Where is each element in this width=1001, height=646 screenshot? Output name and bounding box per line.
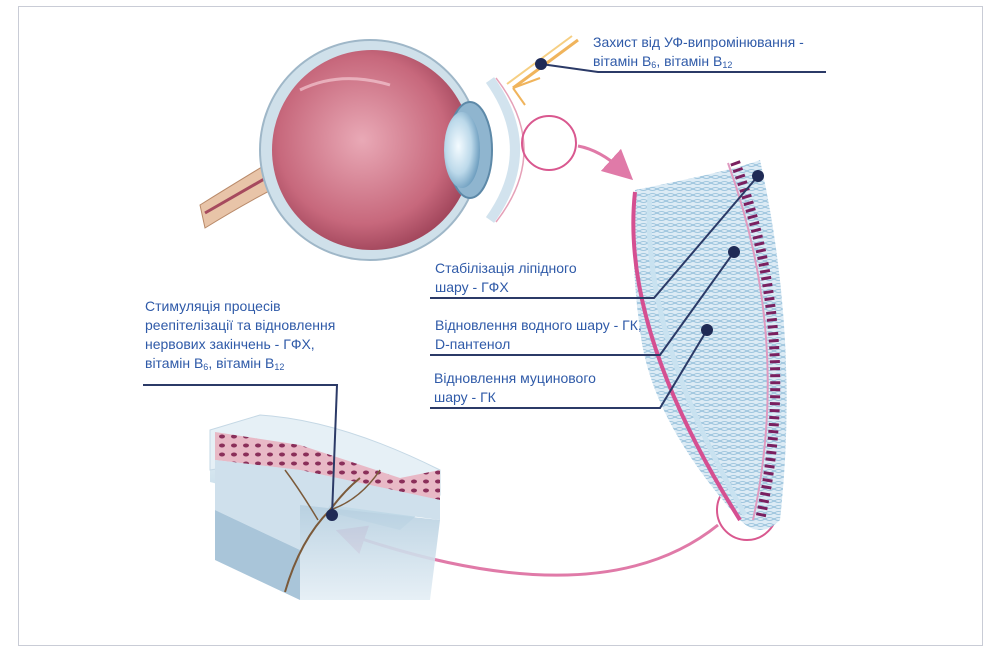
uv-sub-12: 12 xyxy=(722,60,732,70)
lipid-label-line1: Стабілізація ліпідного xyxy=(435,259,577,278)
nerve-label-line3: нервових закінчень - ГФХ, xyxy=(145,335,335,354)
tissue-block xyxy=(210,415,440,600)
nerve-regeneration-label: Стимуляція процесів реепітелізації та ві… xyxy=(145,297,335,377)
zoom-arrow-top xyxy=(578,146,622,170)
lipid-layer-label: Стабілізація ліпідного шару - ГФХ xyxy=(435,259,577,297)
mucin-label-line1: Відновлення муцинового xyxy=(434,369,596,388)
uv-protection-label: Захист від УФ-випромінювання - вітамін В… xyxy=(593,33,804,75)
water-label-line2: D-пантенол xyxy=(435,335,642,354)
tear-film-arc xyxy=(633,160,786,530)
water-label-line1: Відновлення водного шару - ГК, xyxy=(435,316,642,335)
lipid-label-line2: шару - ГФХ xyxy=(435,278,577,297)
nerve-label-line2: реепітелізації та відновлення xyxy=(145,316,335,335)
uv-label-line2: вітамін В6, вітамін В12 xyxy=(593,52,804,75)
nerve-sub-12: 12 xyxy=(274,362,284,372)
uv-rays xyxy=(507,36,578,105)
uv-vitamin-b12: , вітамін В xyxy=(656,53,722,69)
mucin-layer-label: Відновлення муцинового шару - ГК xyxy=(434,369,596,407)
uv-vitamin-b6: вітамін В xyxy=(593,53,651,69)
mucin-label-line2: шару - ГК xyxy=(434,388,596,407)
diagram-canvas: Захист від УФ-випромінювання - вітамін В… xyxy=(0,0,1001,631)
eyeball xyxy=(260,40,524,260)
cornea-zoom-circle xyxy=(522,116,576,170)
nerve-vitamin-b12: , вітамін В xyxy=(208,355,274,371)
nerve-vitamin-b6: вітамін В xyxy=(145,355,203,371)
nerve-label-line1: Стимуляція процесів xyxy=(145,297,335,316)
nerve-label-line4: вітамін В6, вітамін В12 xyxy=(145,354,335,377)
uv-label-line1: Захист від УФ-випромінювання - xyxy=(593,33,804,52)
water-layer-label: Відновлення водного шару - ГК, D-пантено… xyxy=(435,316,642,354)
